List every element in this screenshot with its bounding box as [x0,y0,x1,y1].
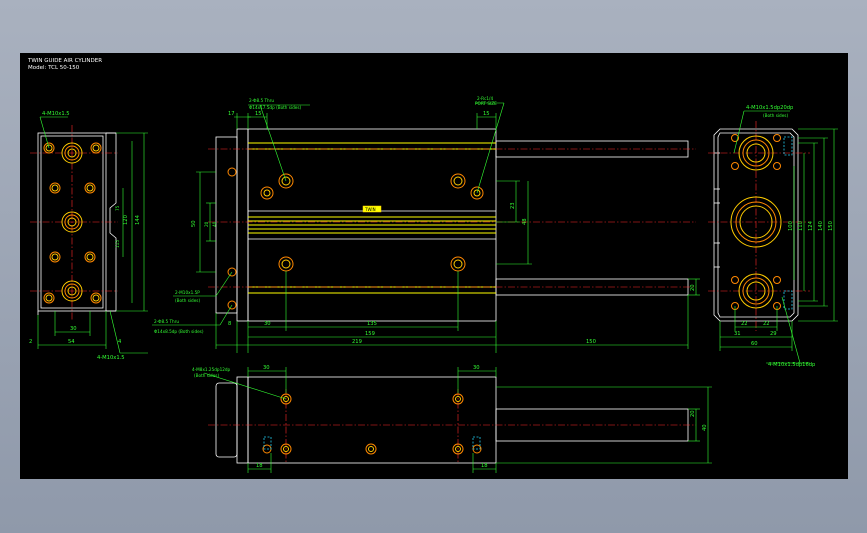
rear-dim-22b: 22 [763,321,770,327]
rear-dim-22a: 22 [741,321,748,327]
top-callout: 4-M8x1.25dp12dp [192,367,231,372]
side-dim-8: 8 [228,321,231,327]
front-callout-bottom: 4-M10x1.5 [97,355,125,361]
side-dim-50: 50 [191,220,197,227]
top-dim-18b: 18 [481,463,488,469]
side-dim-15: 15 [255,111,262,117]
rear-dim-100: 100 [788,221,794,231]
front-dim-115: 115 [115,240,120,248]
rear-dim-140: 140 [818,221,824,231]
front-view: 4-M10x1.5 144 120 75 115 30 54 2 4 4-M10… [29,111,148,361]
side-callout-port: 2-Rc1/4 [477,96,493,101]
top-callout-sub: (Both sides) [194,373,219,378]
front-dim-30: 30 [70,326,77,332]
side-dim-20: 20 [204,221,209,227]
top-dim-40: 40 [702,424,708,431]
front-dim-120: 120 [123,215,129,225]
side-callout-left2: Φ14x17.5dp (Both sides) [249,105,302,110]
side-dim-219: 219 [352,339,362,345]
rear-dim-31: 31 [734,331,741,337]
rear-callout-bottom: 4-M10x1.5dp16dp [768,362,816,368]
side-nameplate: TWIN [364,207,376,212]
front-dim-75: 75 [115,205,120,211]
front-dim-54: 54 [68,339,75,345]
title-line-1: TWIN GUIDE AIR CYLINDER [27,58,102,64]
top-dim-20: 20 [690,410,696,417]
side-callout-port-sub: PORT SIZE [475,101,497,106]
side-callout-mid1: 2-M10x1.5P [175,290,200,295]
rear-callout-top: 4-M10x1.5dp20dp [746,105,794,111]
rear-callout-top-sub: (Both sides) [763,113,788,118]
side-dim-159: 159 [365,331,375,337]
top-dim-18a: 18 [256,463,263,469]
side-dim-40: 40 [212,221,217,227]
rear-dim-29: 29 [770,331,777,337]
rear-view: 4-M10x1.5dp20dp (Both sides) 150 140 124… [708,105,838,368]
top-dim-30b: 30 [473,365,480,371]
cad-drawing: TWIN GUIDE AIR CYLINDER Model: TCL 50-15… [27,58,838,473]
rear-dim-124: 124 [808,220,814,231]
top-dim-30a: 30 [263,365,270,371]
rear-dim-60: 60 [751,341,758,347]
drawing-canvas: TWIN GUIDE AIR CYLINDER Model: TCL 50-15… [20,53,848,479]
rear-dim-150: 150 [828,221,834,231]
side-callout-mid2-sub: Φ14x8.5dp (Both sides) [154,329,204,334]
side-dim-15b: 15 [483,111,490,117]
front-dim-144: 144 [135,214,141,225]
side-dim-48: 48 [522,218,528,225]
side-callout-left1: 2-Φ8.5 Thru [249,98,274,103]
title-line-2: Model: TCL 50-150 [28,65,80,71]
front-dim-2: 2 [29,339,32,345]
front-callout-top: 4-M10x1.5 [42,111,70,117]
side-dim-17: 17 [228,111,235,117]
front-dim-4: 4 [118,339,122,345]
top-view: 4-M8x1.25dp12dp (Both sides) 30 30 18 18… [192,365,712,473]
side-dim-150: 150 [586,339,596,345]
side-callout-mid2: 2-Φ8.5 Thru [154,319,179,324]
side-dim-23: 23 [510,202,516,209]
side-dim-135: 135 [367,321,377,327]
side-dim-20-rod: 20 [690,284,696,291]
side-callout-mid1-sub: (Both sides) [175,298,200,303]
rear-dim-110: 110 [798,221,804,231]
side-view: TWIN 17 15 15 2-Φ8.5 Thru Φ14x17.5dp (Bo… [152,96,700,353]
side-dim-30: 30 [264,321,271,327]
